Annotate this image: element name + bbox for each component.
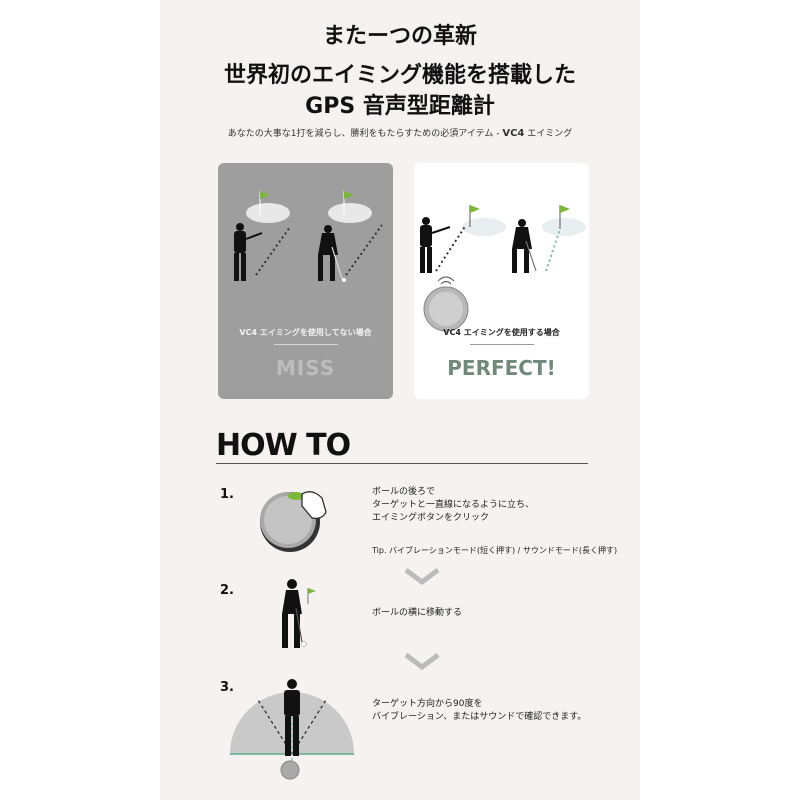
howto-divider bbox=[216, 463, 588, 464]
chevron-down-icon bbox=[404, 653, 440, 671]
headline-line-3: GPS 音声型距離計 bbox=[305, 94, 495, 119]
compare-panel-without bbox=[218, 163, 393, 399]
step-1-line-3: エイミングボタンをクリック bbox=[372, 513, 490, 523]
step-3-line-1: ターゲット方向から90度を bbox=[372, 699, 483, 709]
result-perfect: PERFECT! bbox=[447, 356, 556, 380]
subtitle-brand: VC4 bbox=[502, 128, 525, 139]
step-1-line-2: ターゲットと一直線になるように立ち、 bbox=[372, 500, 535, 510]
device-press-illustration bbox=[260, 491, 327, 552]
golfer-perfect-illustration bbox=[420, 205, 586, 332]
page-background bbox=[160, 0, 640, 800]
result-miss: MISS bbox=[275, 356, 336, 380]
divider-left bbox=[274, 344, 338, 345]
step-1-text: ボールの後ろで ターゲットと一直線になるように立ち、 エイミングボタンをクリック bbox=[372, 486, 534, 525]
headline-line-2: 世界初のエイミング機能を搭載した bbox=[223, 63, 576, 88]
caption-with: VC4 エイミングを使用する場合 bbox=[443, 328, 560, 337]
chevron-down-icon bbox=[404, 568, 440, 586]
step-1-number: 1. bbox=[220, 487, 234, 502]
golfer-address-illustration bbox=[282, 579, 316, 648]
howto-title: HOW TO bbox=[216, 428, 351, 463]
step-2-text: ボールの横に移動する bbox=[372, 608, 463, 618]
compare-panel-with bbox=[414, 163, 589, 399]
golfer-miss-illustration bbox=[234, 191, 383, 282]
step-3-text: ターゲット方向から90度を バイブレーション、またはサウンドで確認できます。 bbox=[372, 698, 586, 724]
aiming-angle-illustration bbox=[230, 679, 354, 780]
headline-line-1: またーつの革新 bbox=[322, 24, 477, 49]
step-3-number: 3. bbox=[220, 680, 234, 695]
step-1-line-1: ボールの後ろで bbox=[372, 487, 436, 497]
subtitle-text: あなたの大事な1打を減らし、勝利をもたらすための必須アイテム - bbox=[227, 129, 503, 139]
divider-right bbox=[470, 344, 534, 345]
subtitle: あなたの大事な1打を減らし、勝利をもたらすための必須アイテム - VC4 エイミ… bbox=[0, 126, 800, 139]
caption-without: VC4 エイミングを使用してない場合 bbox=[239, 328, 372, 337]
subtitle-suffix: エイミング bbox=[524, 129, 573, 139]
step-3-line-2: バイブレーション、またはサウンドで確認できます。 bbox=[372, 712, 587, 722]
step-2-number: 2. bbox=[220, 583, 234, 598]
step-1-tip: Tip. バイブレーションモード(短く押す) / サウンドモード(長く押す) bbox=[372, 546, 618, 555]
